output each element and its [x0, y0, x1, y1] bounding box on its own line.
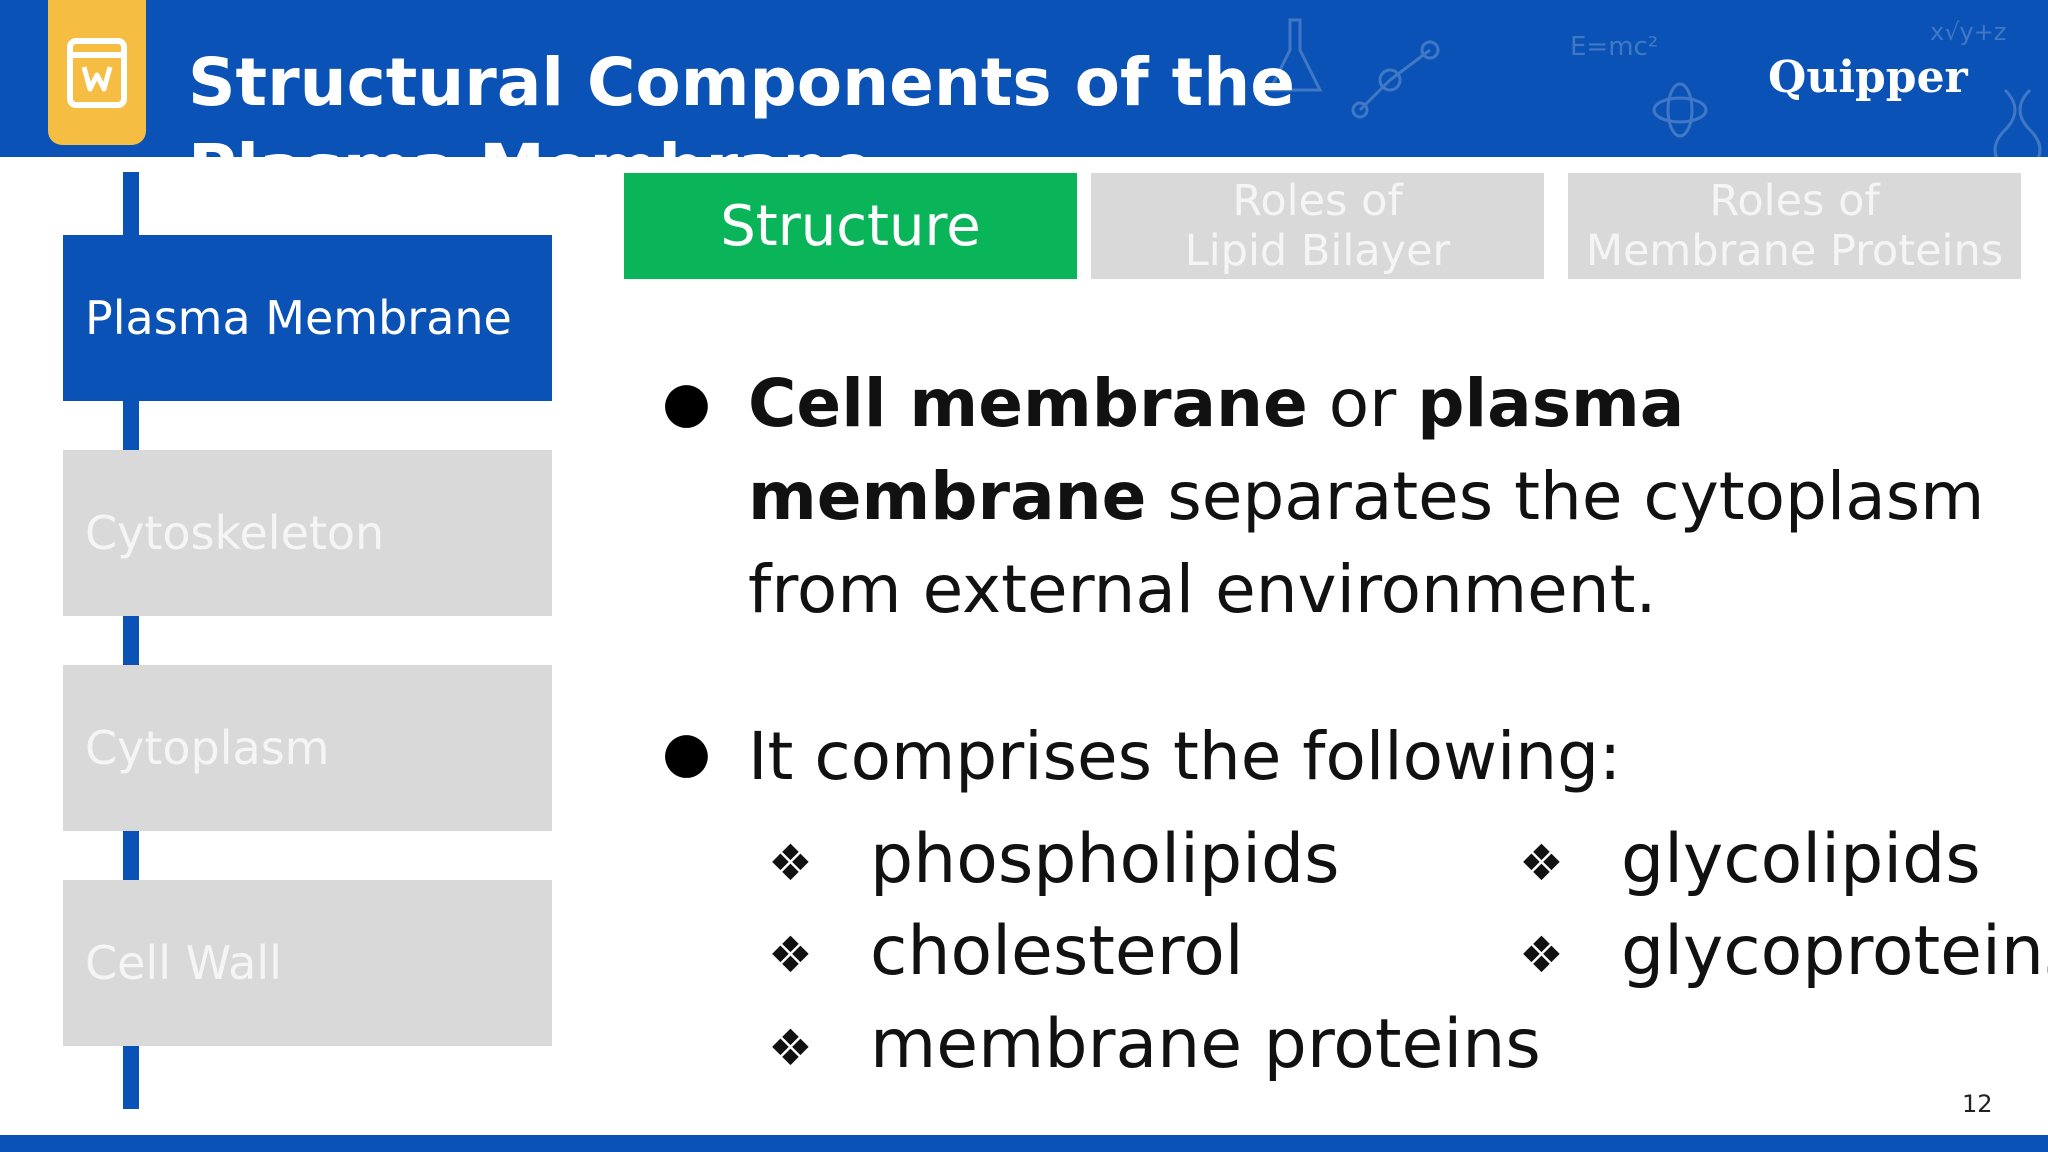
- science-doodles-icon: E=mc² x√y+z: [1267, 18, 2042, 157]
- list-item: ❖cholesterol: [768, 912, 1244, 991]
- slide-title: Structural Components of the Plasma Memb…: [188, 44, 1295, 157]
- diamond-bullet-icon: ❖: [1519, 926, 1564, 985]
- svg-text:E=mc²: E=mc²: [1570, 32, 1658, 62]
- page-number: 12: [1962, 1090, 1993, 1118]
- footer-bar: [0, 1135, 2048, 1152]
- tab-roles-membrane-proteins[interactable]: Roles of Membrane Proteins: [1568, 173, 2021, 279]
- list-item: ❖membrane proteins: [768, 1005, 1541, 1084]
- sidebar-timeline: [123, 172, 139, 1109]
- list-item: ❖glycolipids: [1519, 820, 1981, 899]
- tab-label-line2: Lipid Bilayer: [1184, 226, 1451, 276]
- paragraph-membrane-definition: Cell membrane or plasma membrane separat…: [748, 365, 1985, 628]
- term-cell-membrane: Cell membrane: [748, 365, 1308, 442]
- lesson-book-badge: [48, 0, 146, 145]
- book-icon: [67, 37, 127, 108]
- sidebar-item-cytoplasm[interactable]: Cytoplasm: [63, 665, 552, 831]
- diamond-bullet-icon: ❖: [1519, 834, 1564, 893]
- sidebar-item-cytoskeleton[interactable]: Cytoskeleton: [63, 450, 552, 616]
- list-item: ❖phospholipids: [768, 820, 1340, 899]
- list-item: ❖glycoproteins: [1519, 912, 2048, 991]
- term-plasma-membrane: plasma membrane: [748, 365, 1685, 535]
- paragraph-comprises: It comprises the following:: [748, 718, 1622, 795]
- tab-label-line1: Roles of: [1709, 176, 1880, 226]
- sidebar-item-plasma-membrane[interactable]: Plasma Membrane: [63, 235, 552, 401]
- diamond-bullet-icon: ❖: [768, 834, 813, 893]
- tab-label-line1: Roles of: [1232, 176, 1403, 226]
- diamond-bullet-icon: ❖: [768, 1019, 813, 1078]
- tab-structure[interactable]: Structure: [624, 173, 1077, 279]
- tab-label-line2: Membrane Proteins: [1585, 226, 2004, 276]
- quipper-logo: Quipper: [1768, 52, 1968, 103]
- diamond-bullet-icon: ❖: [768, 926, 813, 985]
- svg-text:x√y+z: x√y+z: [1930, 18, 2006, 46]
- tab-roles-lipid-bilayer[interactable]: Roles of Lipid Bilayer: [1091, 173, 1544, 279]
- header-bar: E=mc² x√y+z Structural Components of the…: [0, 0, 2048, 157]
- sidebar-item-cell-wall[interactable]: Cell Wall: [63, 880, 552, 1046]
